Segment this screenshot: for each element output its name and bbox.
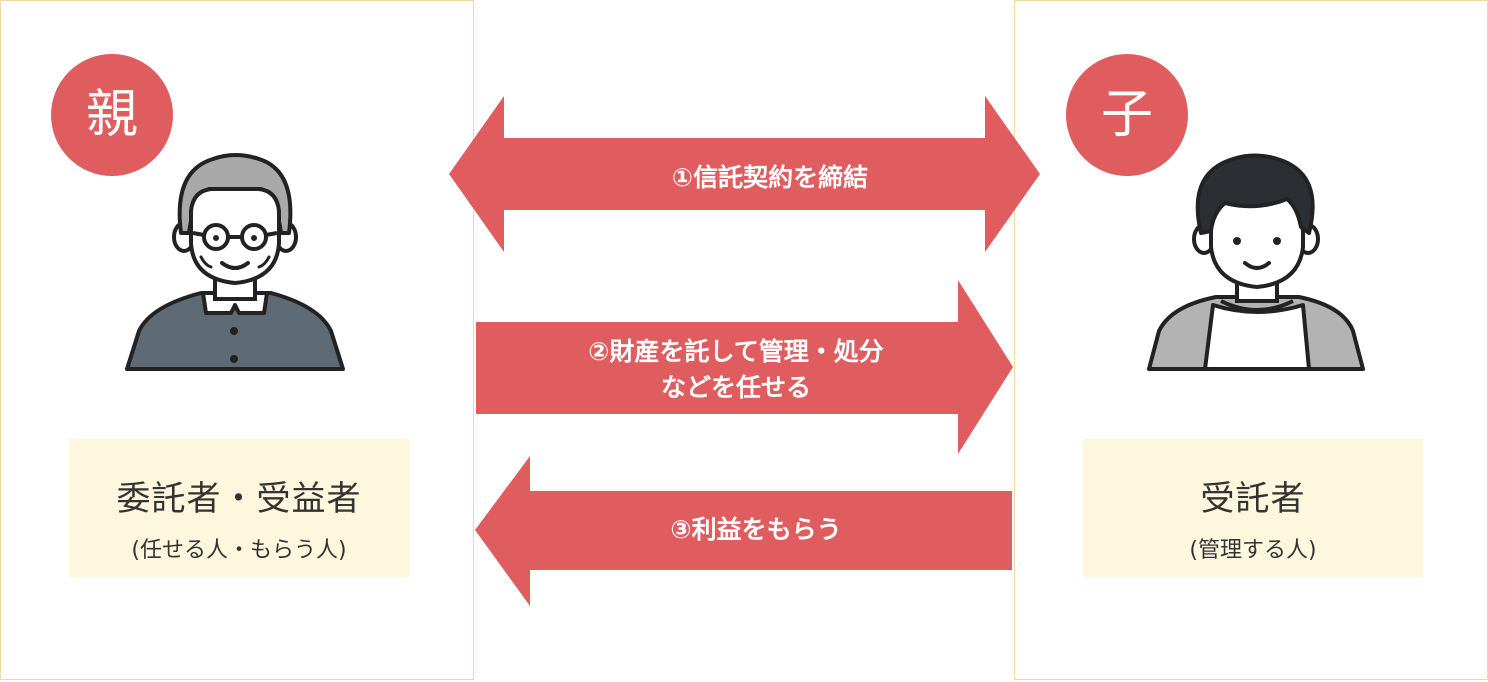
child-person-icon xyxy=(1147,153,1365,371)
arrow-entrust-label-line1: ②財産を託して管理・処分 xyxy=(588,337,884,366)
arrow-entrust-label: ②財産を託して管理・処分 などを任せる xyxy=(476,334,996,406)
arrow-contract-label: ①信託契約を締結 xyxy=(671,163,869,192)
settlor-beneficiary-subtitle: (任せる人・もらう人) xyxy=(131,538,347,563)
child-badge: 子 xyxy=(1066,54,1188,176)
child-panel: 子 受託者 (管理する人) xyxy=(1014,0,1488,680)
trustee-title: 受託者 xyxy=(1200,479,1306,519)
parent-panel: 親 委託者・受益者 (任せる人・もらう人) xyxy=(0,0,474,680)
arrow-benefit xyxy=(475,456,1012,606)
trustee-subtitle: (管理する人) xyxy=(1189,538,1317,563)
settlor-beneficiary-title: 委託者・受益者 xyxy=(116,479,362,519)
arrow-contract xyxy=(449,96,1040,252)
parent-badge: 親 xyxy=(51,54,173,176)
settlor-beneficiary-box: 委託者・受益者 (任せる人・もらう人) xyxy=(69,439,409,577)
trustee-box: 受託者 (管理する人) xyxy=(1083,439,1423,577)
arrow-entrust xyxy=(476,280,1013,454)
arrow-benefit-label: ③利益をもらう xyxy=(670,515,842,544)
parent-person-icon xyxy=(125,153,345,371)
arrow-entrust-label-line2: などを任せる xyxy=(660,373,811,402)
